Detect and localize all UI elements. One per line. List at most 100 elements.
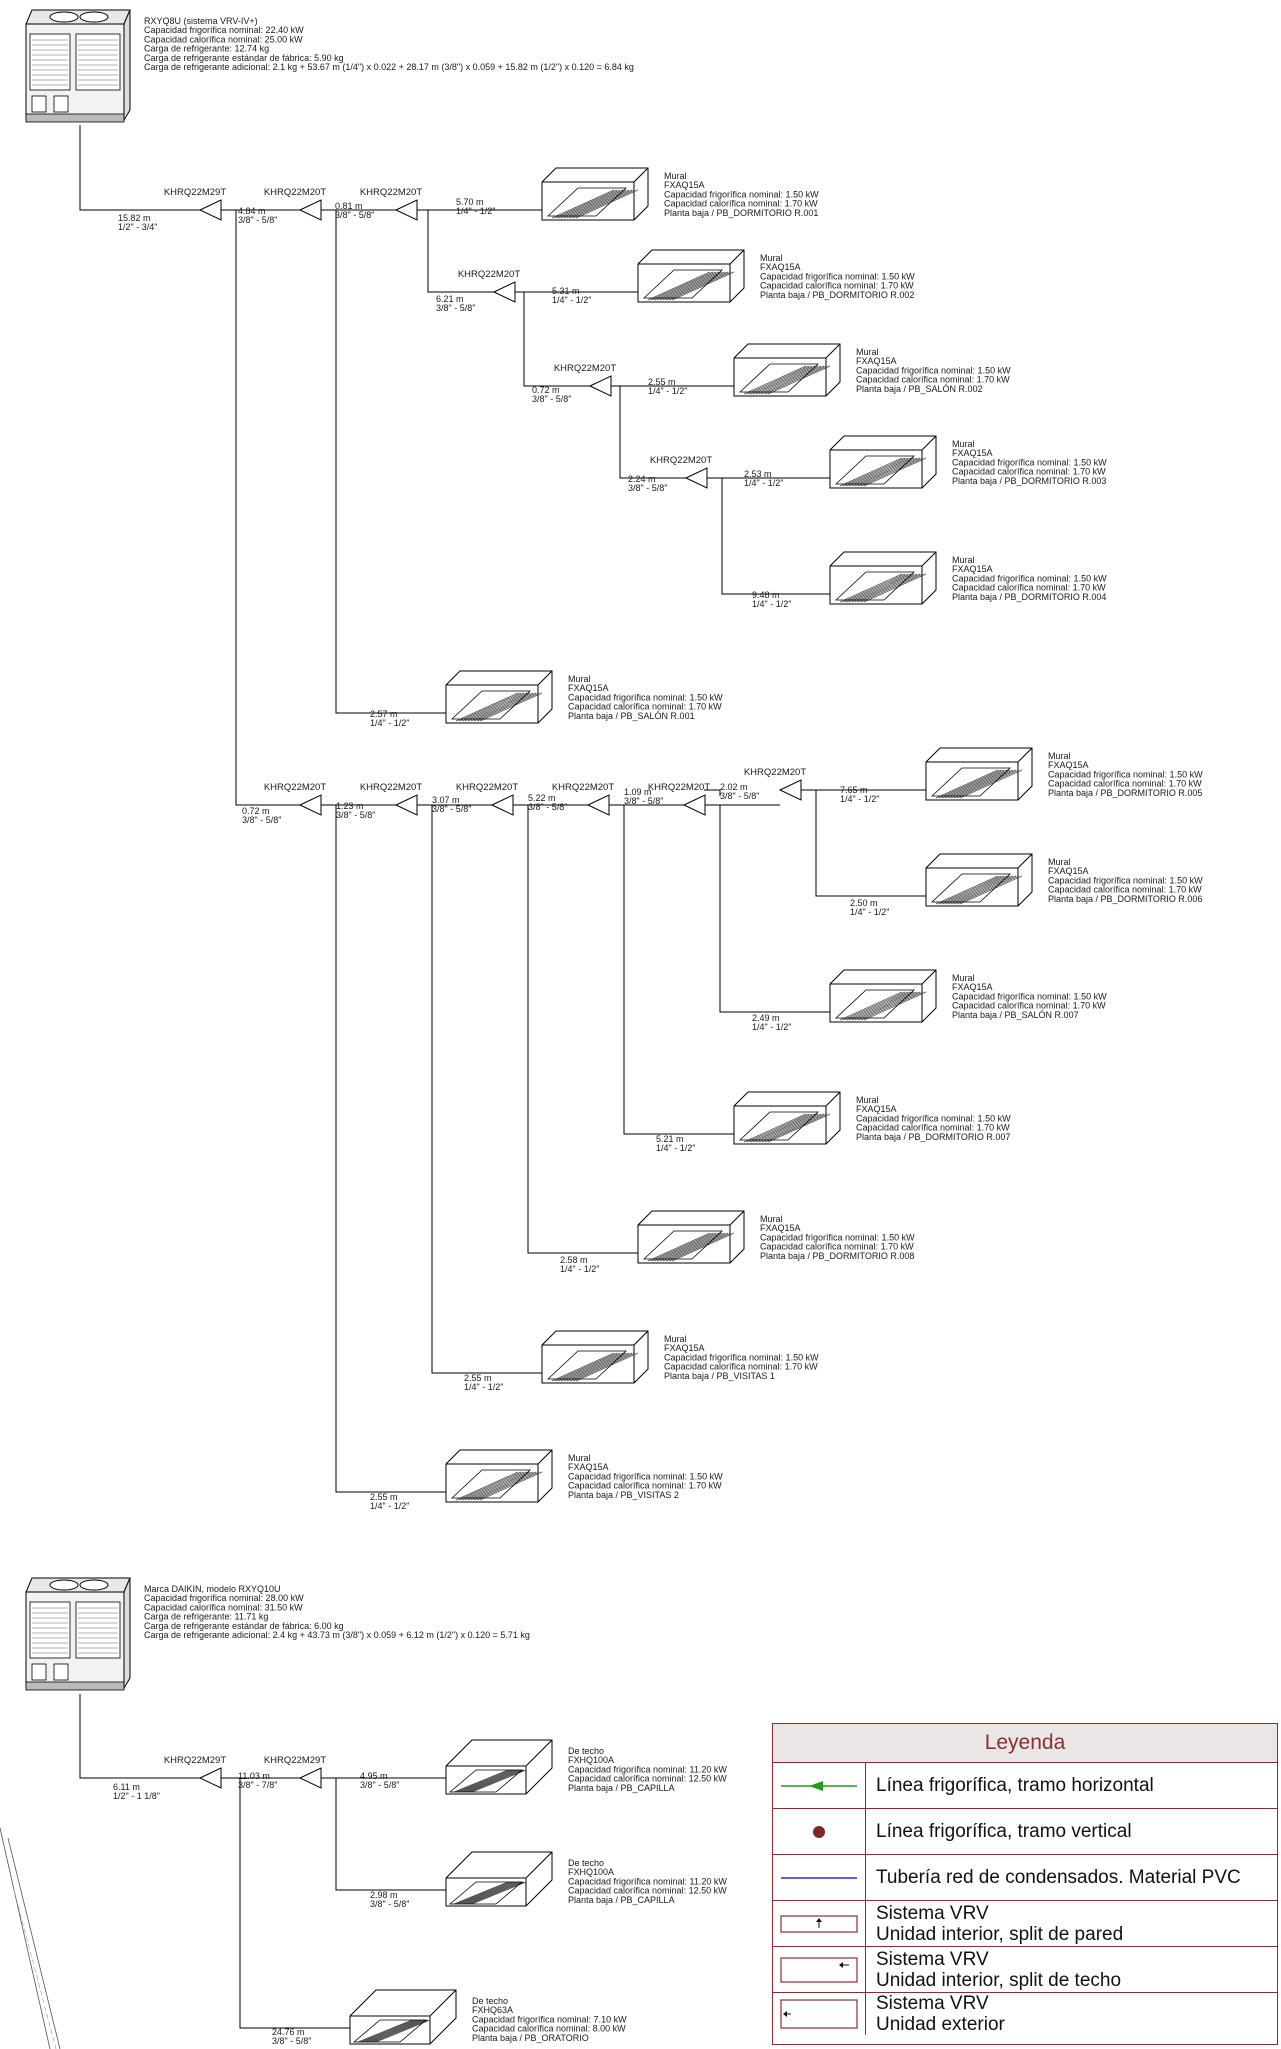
unit-grille-line — [572, 1352, 636, 1382]
unit-grille-line — [575, 189, 639, 219]
unit-grille — [642, 1230, 724, 1260]
unit-spec-line: Carga de refrigerante: 11.71 kg — [144, 1612, 268, 1622]
unit-grille-line — [363, 2019, 419, 2043]
legend: Leyenda Línea frigorífica, tramo horizon… — [772, 1723, 1278, 2045]
branch-joint: KHRQ22M20T — [458, 269, 520, 303]
branch-joint-icon — [298, 794, 322, 816]
branch-joint-icon — [778, 779, 802, 801]
unit-grille-line — [650, 271, 714, 301]
unit-spec-line: Capacidad calorífica nominal: 1.70 kW — [760, 281, 914, 291]
pipe-length: 2.50 m — [850, 898, 878, 908]
wall-split-unit — [829, 435, 937, 489]
unit-grille-line — [659, 1232, 723, 1262]
unit-grille-line — [653, 1232, 717, 1262]
unit-body — [445, 1449, 553, 1503]
pipe-label: 2.55 m1/4" - 1/2" — [464, 1373, 503, 1392]
pipe-diameter: 3/8" - 5/8" — [628, 483, 667, 493]
unit-grille-line — [473, 692, 537, 722]
unit-grille — [930, 873, 1012, 903]
unit-grille-line — [650, 1232, 714, 1262]
pipe-segment — [721, 478, 830, 595]
unit-side — [123, 1577, 131, 1690]
unit-body — [829, 551, 937, 605]
unit-spec-line: Capacidad calorífica nominal: 1.70 kW — [664, 199, 818, 209]
pipe-diameter: 3/8" - 5/8" — [360, 1780, 399, 1790]
unit-grille — [546, 1350, 628, 1380]
dot-icon — [773, 1809, 866, 1854]
unit-grille-line — [746, 1113, 810, 1143]
unit-spec-line: Mural — [568, 1453, 591, 1463]
unit-spec-line: Mural — [952, 439, 975, 449]
unit-grille-line — [457, 1769, 513, 1793]
unit-grille-line — [473, 1471, 537, 1501]
branch-joint-icon — [682, 794, 706, 816]
pipe-length: 4.84 m — [238, 206, 266, 216]
unit-spec-line: Planta baja / PB_CAPILLA — [568, 1783, 675, 1793]
unit-body — [733, 343, 841, 397]
legend-row-condensate: Tubería red de condensados. Material PVC — [773, 1855, 1277, 1901]
pipe-label: 2.98 m3/8" - 5/8" — [370, 1890, 409, 1909]
fan-icon — [79, 1579, 109, 1591]
unit-grille-line — [848, 991, 912, 1021]
unit-body — [445, 670, 553, 724]
ceiling-split-unit — [349, 1989, 457, 2045]
branch-joint-icon — [492, 281, 516, 303]
unit-spec-line: FXAQ15A — [760, 1223, 801, 1233]
branch-joint-icon — [298, 199, 322, 221]
unit-grille-line — [767, 365, 831, 395]
wall-split-unit — [829, 551, 937, 605]
unit-grille-line — [956, 875, 1020, 905]
outdoor-unit-icon — [773, 1993, 866, 2035]
unit-grille-line — [467, 692, 531, 722]
unit-spec-line: Capacidad frigorífica nominal: 1.50 kW — [952, 573, 1107, 583]
unit-spec-line: FXAQ15A — [952, 982, 993, 992]
unit-spec-line: Planta baja / PB_DORMITORIO R.007 — [856, 1132, 1010, 1142]
unit-grille-line — [557, 189, 621, 219]
unit-spec-line: Mural — [760, 253, 783, 263]
pipe-length: 3.07 m — [432, 795, 460, 805]
unit-body — [445, 1851, 553, 1907]
unit-grille-line — [668, 1232, 732, 1262]
unit-spec-line: Capacidad frigorífica nominal: 1.50 kW — [760, 271, 915, 281]
unit-spec-line: Planta baja / PB_DORMITORIO R.002 — [760, 290, 914, 300]
unit-grille-line — [947, 769, 1011, 799]
unit-grille-line — [953, 875, 1017, 905]
unit-grille-line — [749, 365, 813, 395]
unit-spec-line: Capacidad frigorífica nominal: 1.50 kW — [856, 365, 1011, 375]
unit-grille-line — [665, 1232, 729, 1262]
unit-grille-line — [467, 1769, 523, 1793]
unit-spec-line: FXHQ63A — [472, 2005, 513, 2015]
pipe-length: 2.49 m — [752, 1013, 780, 1023]
pipe-label: 15.82 m1/2" - 3/4" — [118, 213, 157, 232]
pipe-segment — [719, 805, 830, 1013]
pipe-segment — [623, 805, 734, 1135]
unit-body — [349, 1989, 457, 2045]
pipe-length: 2.55 m — [370, 1492, 398, 1502]
pipe-length: 11.03 m — [238, 1771, 270, 1781]
unit-grille-line — [857, 573, 921, 603]
unit-grille-line — [656, 271, 720, 301]
unit-spec-line: Planta baja / PB_DORMITORIO R.004 — [952, 592, 1106, 602]
legend-label: Unidad interior, split de techo — [876, 1969, 1122, 1991]
unit-body — [541, 167, 649, 221]
unit-grille — [834, 989, 916, 1019]
unit-spec-line: Planta baja / PB_DORMITORIO R.001 — [664, 208, 818, 218]
pipe-length: 5.70 m — [456, 197, 484, 207]
unit-spec-line: Mural — [760, 1214, 783, 1224]
unit-spec-line: FXAQ15A — [760, 262, 801, 272]
unit-grille-line — [671, 271, 735, 301]
green-arrow-line-icon — [773, 1763, 866, 1808]
pipe-diameter: 1/4" - 1/2" — [464, 1382, 503, 1392]
unit-grille-line — [746, 365, 810, 395]
unit-spec-line: FXAQ15A — [568, 1462, 609, 1472]
pipe-label: 6.21 m3/8" - 5/8" — [436, 294, 475, 313]
unit-spec-line: FXAQ15A — [664, 180, 705, 190]
pipe-segment — [335, 210, 446, 714]
pipe-segment — [614, 385, 686, 479]
legend-label: Unidad exterior — [876, 2014, 1005, 2035]
unit-spec-line: Planta baja / PB_SALÓN R.007 — [952, 1010, 1079, 1020]
unit-grille-line — [845, 573, 909, 603]
unit-grille-line — [860, 573, 924, 603]
blue-line-icon — [773, 1855, 866, 1900]
pipe-diameter: 3/8" - 5/8" — [432, 804, 471, 814]
